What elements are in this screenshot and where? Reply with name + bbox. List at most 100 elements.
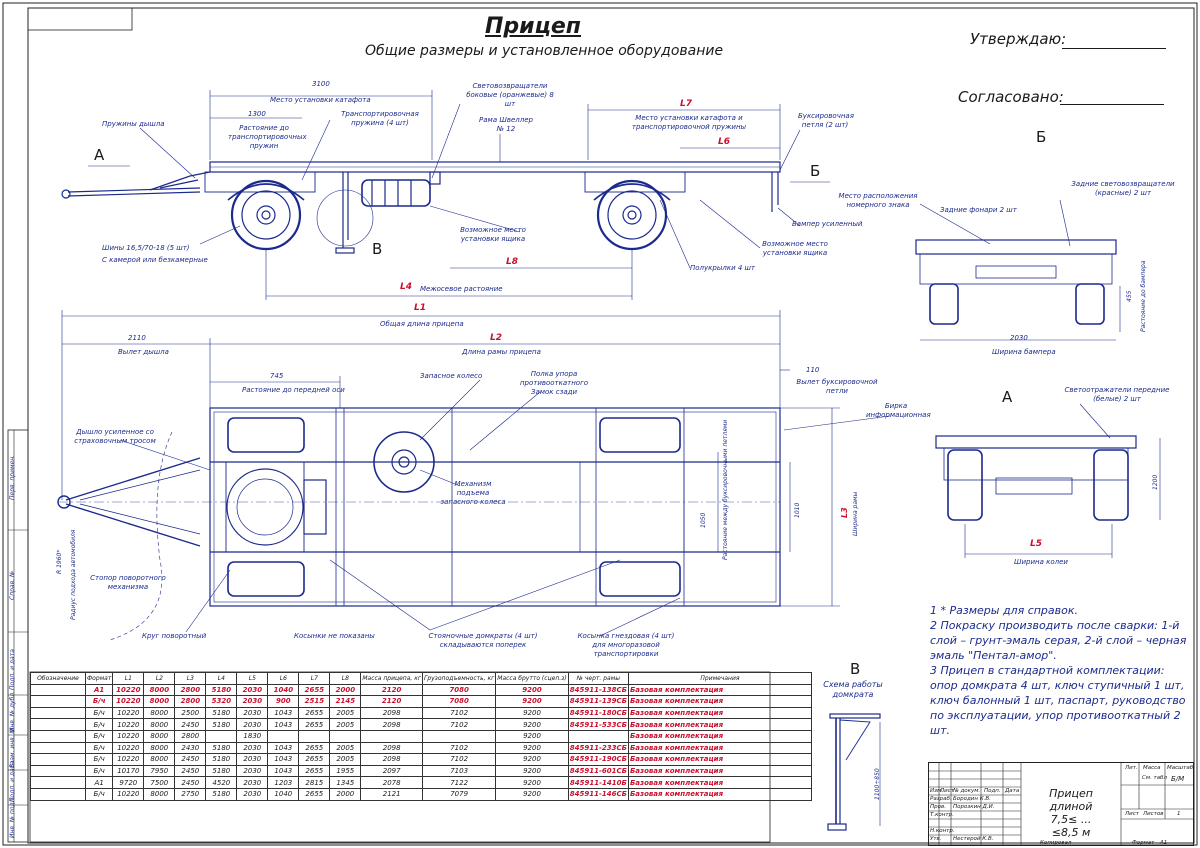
table-cell [205,729,238,743]
label-turn-circle: Круг поворотный [142,632,207,640]
table-cell: 4520 [205,776,238,789]
jack-scheme-letter: В [850,660,861,678]
dim-745: 745 [270,372,284,380]
stamp-check: Пров. [930,804,946,810]
table-cell: 2800 [174,695,207,708]
stamp-approved-name: Нестерой К.В. [953,836,994,842]
label-loop-reach: Вылет буксировочной петли [796,378,878,395]
table-cell: 10220 [112,683,145,697]
table-cell: 1830 [236,729,269,743]
table-cell: Б/ч [84,753,114,766]
label-loop-distance: Растояние между буксировочными петлями [722,419,729,560]
table-cell: Базовая комплектация [627,776,812,789]
table-cell: 900 [267,695,300,708]
stamp-dev-name: Бородин К.В. [953,796,991,802]
table-cell: 8000 [143,718,176,731]
table-cell: 2005 [329,706,362,720]
table-cell [30,764,86,778]
table-header-cell: L3 [174,672,207,685]
label-tube: С камерой или безкамерные [102,256,208,264]
table-cell: 1043 [267,764,300,778]
table-cell [30,753,86,766]
table-header-cell: Масса прицепа, кг [360,672,423,685]
table-cell: 7080 [421,683,497,697]
table-cell: 7102 [421,741,497,755]
table-cell: 1040 [267,683,300,697]
table-cell: 5180 [205,683,238,697]
dim-455: 455 [1126,290,1133,302]
stamp-scale: Масштаб [1167,765,1194,771]
table-cell [30,776,86,789]
stamp-format-value: А1 [1160,840,1168,846]
stamp-dev: Разраб. [930,796,952,802]
label-spring-distance: Растояние до транспортировочных пружин [228,124,307,150]
table-cell: 2030 [236,776,269,789]
label-spare-lift: Механизм подъема запасного колеса [440,480,506,506]
table-cell: Базовая комплектация [627,753,812,766]
dim-3100: 3100 [312,80,330,88]
label-bumper-width: Ширина бампера [992,348,1056,356]
table-cell: Базовая комплектация [627,764,812,778]
label-tires: Шины 16,5/70-18 (5 шт) [102,244,190,252]
dim-l5: L5 [1030,539,1042,549]
table-cell: Базовая комплектация [627,695,812,708]
label-total-length: Общая длина прицепа [380,320,464,328]
approve-label: Утверждаю: [970,30,1067,48]
label-rear-reflectors: Задние световозвращатели (красные) 2 шт [1071,180,1175,197]
table-cell: 2078 [360,776,423,789]
stamp-doc: № докум. [953,788,981,794]
label-tow-loop: Буксировочная петля (2 шт) [798,112,854,129]
table-cell: 2030 [236,695,269,708]
table-cell [567,729,629,743]
table-cell: 7102 [421,753,497,766]
dim-1010: 1010 [794,502,801,518]
label-fenders: Полукрылки 4 шт [690,264,755,272]
label-info-tag: Бирка информационная [866,402,931,419]
table-cell: 8000 [143,706,176,720]
label-track-width: Ширина колеи [1014,558,1068,566]
table-header-cell: Формат [84,672,114,685]
drawing-subtitle: Общие размеры и установленное оборудован… [365,43,724,59]
table-cell: 10220 [112,729,145,743]
table-cell [329,729,362,743]
strip-inv-podl: Инв. № подл. [9,796,16,838]
table-cell: 2515 [298,695,331,708]
label-turn-stop: Стопор поворотного механизма [90,574,166,591]
table-cell: Б/ч [84,695,114,708]
table-cell: 2145 [329,695,362,708]
table-cell: 1345 [329,776,362,789]
table-cell [30,718,86,731]
table-cell: 5180 [205,764,238,778]
label-catafot-spring-place: Место установки катафота и транспортиров… [631,114,747,131]
stamp-format: Формат [1132,840,1155,846]
stamp-sheets-value: 1 [1177,811,1181,817]
table-cell: 5180 [205,706,238,720]
stamp-sign: Подп. [984,788,1001,794]
table-cell: 2030 [236,741,269,755]
strip-podp-date-1: Подп. и дата [9,649,16,690]
dim-l7: L7 [680,99,692,109]
table-cell: 2450 [174,764,207,778]
label-drawbar-reach: Вылет дышла [118,348,169,356]
table-cell: 8000 [143,729,176,743]
table-cell: 1203 [267,776,300,789]
table-header-cell: L1 [112,672,145,685]
table-cell: 2098 [360,706,423,720]
table-cell [30,706,86,720]
table-cell: Б/ч [84,741,114,755]
table-cell: 10220 [112,753,145,766]
table-cell: 845911-146СБ [567,787,629,801]
table-cell: Б/ч [84,787,114,801]
stamp-tcontrol: Т.контр. [930,812,954,818]
table-cell: 9200 [495,776,569,789]
table-cell: 10220 [112,787,145,801]
table-cell: Базовая комплектация [627,718,812,731]
table-cell: 2655 [298,787,331,801]
stamp-approved: Утв. [930,836,942,842]
label-gussets-hidden: Косынки не показаны [294,632,375,640]
